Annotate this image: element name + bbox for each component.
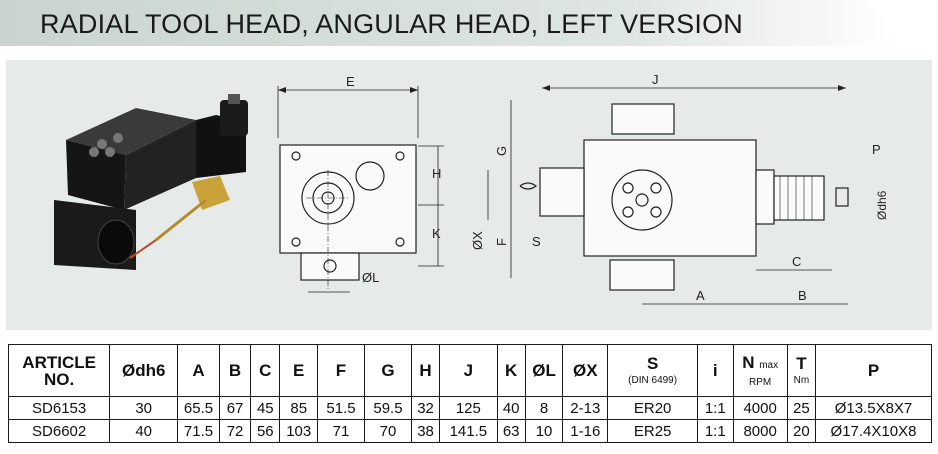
dim-S: S — [532, 234, 541, 249]
header-n-unit: RPM — [749, 376, 772, 388]
cell-s: ER25 — [607, 419, 699, 443]
cell-p: Ø13.5X8X7 — [814, 396, 933, 420]
cell-i: 1:1 — [697, 419, 734, 443]
dim-B: B — [798, 288, 807, 303]
dim-X: ØX — [470, 231, 485, 250]
dim-G: G — [494, 146, 509, 156]
cell-l: 8 — [524, 396, 564, 420]
dim-H: H — [432, 166, 441, 181]
table-row: SD6153 30 65.5 67 45 85 51.5 59.5 32 125… — [7, 396, 933, 420]
cell-t: 25 — [786, 396, 816, 420]
cell-n: 4000 — [732, 396, 788, 420]
dim-F: F — [494, 238, 509, 246]
header-h: H — [410, 344, 441, 397]
dim-A: A — [696, 288, 705, 303]
cell-i: 1:1 — [697, 396, 734, 420]
header-g: G — [363, 344, 412, 397]
header-article: ARTICLE NO. — [7, 344, 111, 397]
dim-E: E — [346, 74, 355, 89]
cell-x: 2-13 — [562, 396, 609, 420]
header-a: A — [177, 344, 220, 397]
header-b: B — [218, 344, 252, 397]
cell-g: 70 — [363, 419, 412, 443]
cell-h: 32 — [410, 396, 441, 420]
cell-p: Ø17.4X10X8 — [814, 419, 933, 443]
cell-x: 1-16 — [562, 419, 609, 443]
cell-b: 67 — [218, 396, 252, 420]
product-render — [54, 94, 248, 270]
header-n-label: N — [742, 352, 755, 372]
header-f: F — [317, 344, 365, 397]
header-n-sub: max — [759, 359, 779, 371]
header-s-label: S — [646, 354, 659, 373]
title-banner — [0, 0, 900, 46]
cell-f: 51.5 — [317, 396, 365, 420]
header-p: P — [814, 344, 933, 397]
header-t-label: T — [796, 354, 807, 373]
title-bar: RADIAL TOOL HEAD, ANGULAR HEAD, LEFT VER… — [0, 0, 938, 50]
header-e: E — [279, 344, 318, 397]
header-i: i — [697, 344, 734, 397]
header-n: N max RPM — [732, 344, 788, 397]
table-header-row: ARTICLE NO. Ødh6 A B C E F G H J K ØL ØX… — [7, 344, 933, 397]
cell-b: 72 — [218, 419, 252, 443]
cell-a: 71.5 — [177, 419, 220, 443]
cell-dh6: 30 — [109, 396, 179, 420]
technical-drawing: E H K ØL J G F — [54, 72, 889, 305]
spec-table: ARTICLE NO. Ødh6 A B C E F G H J K ØL ØX… — [7, 344, 933, 443]
cell-e: 85 — [279, 396, 318, 420]
cell-f: 71 — [317, 419, 365, 443]
header-t: T Nm — [786, 344, 816, 397]
cell-a: 65.5 — [177, 396, 220, 420]
cell-e: 103 — [279, 419, 318, 443]
cell-g: 59.5 — [363, 396, 412, 420]
header-dh6: Ødh6 — [109, 344, 179, 397]
cell-h: 38 — [410, 419, 441, 443]
dim-J: J — [652, 72, 659, 87]
cell-n: 8000 — [732, 419, 788, 443]
technical-drawing-panel: E H K ØL J G F — [6, 60, 932, 330]
header-t-unit: Nm — [793, 375, 810, 386]
header-j: J — [439, 344, 498, 397]
cell-t: 20 — [786, 419, 816, 443]
cell-k: 40 — [496, 396, 526, 420]
header-c: C — [250, 344, 281, 397]
header-k: K — [496, 344, 526, 397]
cell-c: 45 — [250, 396, 281, 420]
cell-j: 141.5 — [439, 419, 498, 443]
header-l: ØL — [524, 344, 564, 397]
page-title: RADIAL TOOL HEAD, ANGULAR HEAD, LEFT VER… — [40, 9, 743, 39]
dim-C: C — [792, 254, 801, 269]
cell-c: 56 — [250, 419, 281, 443]
header-s: S (DIN 6499) — [607, 344, 699, 397]
cell-article: SD6602 — [7, 419, 111, 443]
cell-dh6: 40 — [109, 419, 179, 443]
cell-l: 10 — [524, 419, 564, 443]
dim-P: P — [872, 142, 881, 157]
dim-L: ØL — [362, 270, 379, 285]
dim-K: K — [432, 226, 441, 241]
cell-j: 125 — [439, 396, 498, 420]
cell-article: SD6153 — [7, 396, 111, 420]
header-s-sub: (DIN 6499) — [628, 375, 678, 386]
side-view: J G F ØX S P Ødh6 C — [470, 72, 889, 305]
front-view: E H K ØL — [277, 74, 444, 293]
header-x: ØX — [562, 344, 609, 397]
cell-s: ER20 — [607, 396, 699, 420]
table-row: SD6602 40 71.5 72 56 103 71 70 38 141.5 … — [7, 419, 933, 443]
cell-k: 63 — [496, 419, 526, 443]
dim-dh6: Ødh6 — [875, 190, 889, 220]
